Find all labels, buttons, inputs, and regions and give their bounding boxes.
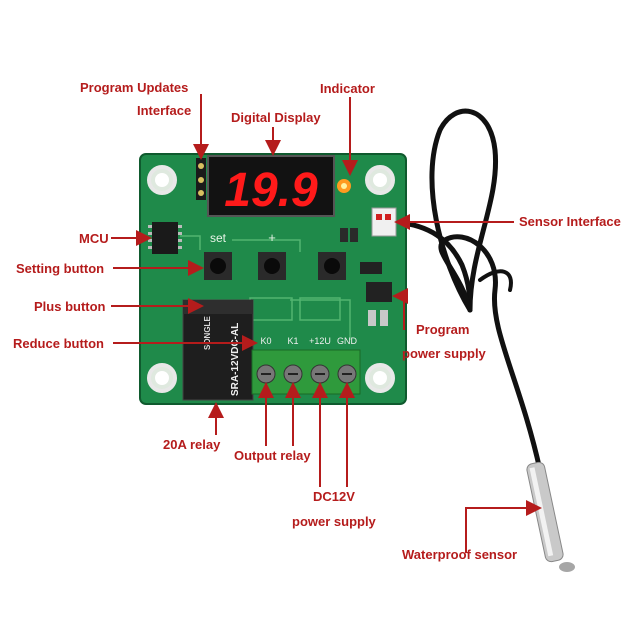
terminal-label-12v: +12U <box>309 336 331 346</box>
label-digital-display: Digital Display <box>231 110 321 125</box>
label-waterproof-sensor: Waterproof sensor <box>402 547 518 562</box>
waterproof-sensor-probe <box>526 461 575 572</box>
label-plus-button: Plus button <box>34 299 106 314</box>
label-program-power-2: power supply <box>402 346 486 361</box>
sensor-cable <box>392 108 543 473</box>
plus-silkscreen: + <box>268 230 276 245</box>
terminal-label-k1: K1 <box>287 336 298 346</box>
label-20a-relay: 20A relay <box>163 437 221 452</box>
terminal-label-k0: K0 <box>260 336 271 346</box>
label-reduce-button: Reduce button <box>13 336 104 351</box>
label-dc12v-1: DC12V <box>313 489 355 504</box>
display-readout: 19.9 <box>224 164 318 217</box>
label-sensor-interface: Sensor Interface <box>519 214 621 229</box>
set-silkscreen: set <box>210 231 227 245</box>
label-indicator: Indicator <box>320 81 375 96</box>
label-program-updates-2: Interface <box>137 103 192 118</box>
relay-brand-text: SONGLE <box>203 316 212 350</box>
label-mcu: MCU <box>79 231 109 246</box>
terminal-label-gnd: GND <box>337 336 358 346</box>
relay-model-text: SRA-12VDC-AL <box>230 323 241 396</box>
leader-lines <box>111 94 542 553</box>
label-setting-button: Setting button <box>16 261 105 276</box>
label-output-relay: Output relay <box>234 448 311 463</box>
label-program-power-1: Program <box>416 322 470 337</box>
label-program-updates-1: Program Updates <box>80 80 189 95</box>
label-dc12v-2: power supply <box>292 514 376 529</box>
